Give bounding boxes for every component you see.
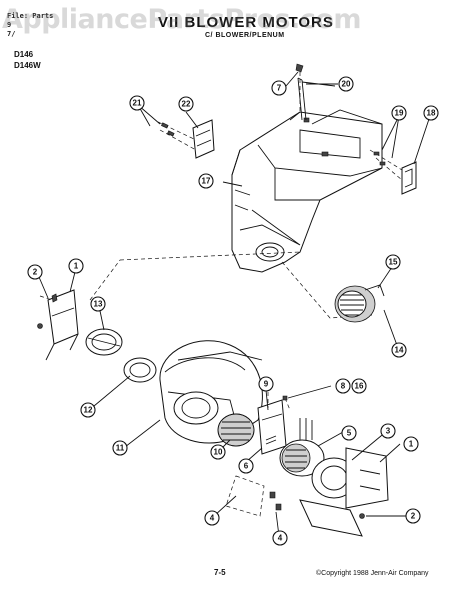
motor-5 xyxy=(279,418,325,477)
clamp-12 xyxy=(123,357,157,383)
svg-text:21: 21 xyxy=(133,99,142,108)
callout-5: 5 xyxy=(341,425,357,441)
callout-10: 10 xyxy=(210,444,226,460)
svg-text:3: 3 xyxy=(386,427,391,436)
model-number-2: D146W xyxy=(14,61,41,70)
svg-text:15: 15 xyxy=(389,258,398,267)
svg-text:16: 16 xyxy=(355,382,364,391)
bracket-22 xyxy=(192,119,215,159)
callout-21: 21 xyxy=(129,95,145,111)
blower-wheel-10 xyxy=(217,413,255,447)
callout-2-top: 2 xyxy=(27,264,43,280)
file-line-3: 7/ xyxy=(7,30,16,38)
svg-text:1: 1 xyxy=(74,262,79,271)
callout-13: 13 xyxy=(90,296,106,312)
callout-14: 14 xyxy=(391,342,407,358)
svg-text:7: 7 xyxy=(277,84,282,93)
callout-20: 20 xyxy=(338,76,354,92)
svg-text:2: 2 xyxy=(411,512,416,521)
svg-text:14: 14 xyxy=(395,346,404,355)
callout-22: 22 xyxy=(178,96,194,112)
callout-9: 9 xyxy=(258,376,274,392)
svg-text:6: 6 xyxy=(244,462,249,471)
coil-assembly-15 xyxy=(334,284,385,323)
svg-text:4: 4 xyxy=(278,534,283,543)
motor-endplate-3 xyxy=(311,447,389,509)
callout-19: 19 xyxy=(391,105,407,121)
file-line-2: 9 xyxy=(7,21,12,29)
svg-text:9: 9 xyxy=(264,380,269,389)
watermark: AppliancePartsPros.com xyxy=(2,4,362,35)
svg-text:4: 4 xyxy=(210,514,215,523)
callout-18: 18 xyxy=(423,105,439,121)
file-label: File: Parts xyxy=(7,12,54,20)
svg-text:18: 18 xyxy=(427,109,436,118)
mount-bracket xyxy=(257,399,287,455)
svg-text:8: 8 xyxy=(341,382,346,391)
svg-text:12: 12 xyxy=(84,406,93,415)
callout-6: 6 xyxy=(238,458,254,474)
callout-4-bottom: 4 xyxy=(272,530,288,546)
svg-text:22: 22 xyxy=(182,100,191,109)
callout-2-bottom: 2 xyxy=(405,508,421,524)
callout-15: 15 xyxy=(385,254,401,270)
svg-text:2: 2 xyxy=(33,268,38,277)
svg-text:13: 13 xyxy=(94,300,103,309)
page-title: VII BLOWER MOTORS xyxy=(158,14,334,31)
svg-text:11: 11 xyxy=(116,444,125,453)
callout-12: 12 xyxy=(80,402,96,418)
callout-16: 16 xyxy=(351,378,367,394)
callout-1-top: 1 xyxy=(68,258,84,274)
page-subtitle: C/ BLOWER/PLENUM xyxy=(205,32,285,39)
svg-text:1: 1 xyxy=(409,440,414,449)
svg-text:5: 5 xyxy=(347,429,352,438)
copyright: ©Copyright 1988 Jenn-Air Company xyxy=(316,570,429,577)
ring-13 xyxy=(85,328,123,356)
page-number: 7-5 xyxy=(214,568,226,577)
callout-17: 17 xyxy=(198,173,214,189)
callout-4-left: 4 xyxy=(204,510,220,526)
svg-text:19: 19 xyxy=(395,109,404,118)
callout-3: 3 xyxy=(380,423,396,439)
plenum-housing xyxy=(231,109,383,273)
left-bracket xyxy=(45,289,79,361)
callout-7: 7 xyxy=(271,80,287,96)
callout-11: 11 xyxy=(112,440,128,456)
callout-8: 8 xyxy=(335,378,351,394)
callout-1-bottom: 1 xyxy=(403,436,419,452)
svg-text:20: 20 xyxy=(342,80,351,89)
bracket-18 xyxy=(401,161,417,195)
svg-text:17: 17 xyxy=(202,177,211,186)
model-number-1: D146 xyxy=(14,50,34,59)
svg-text:10: 10 xyxy=(214,448,223,457)
